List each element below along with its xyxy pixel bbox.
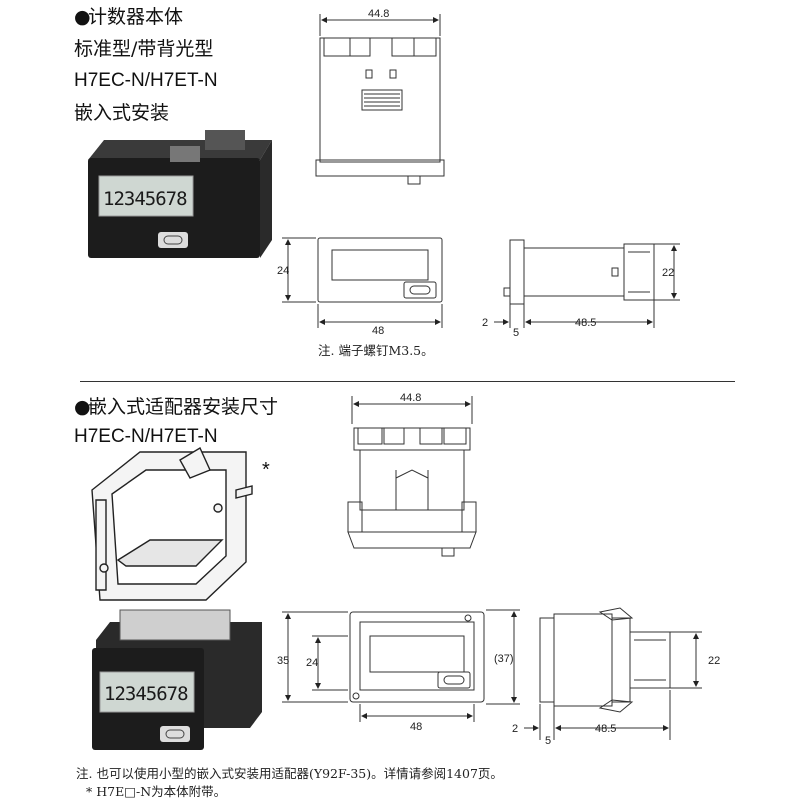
section2-model: H7EC-N/H7ET-N: [74, 426, 218, 447]
top-view-1: [315, 14, 445, 185]
counter-display-digits-2: 12345678: [104, 683, 188, 705]
side-view-2: [524, 607, 702, 740]
reset-button: [158, 232, 188, 248]
dim-top-width-2: 44.8: [400, 392, 421, 404]
dim-side-height-2: 22: [708, 655, 720, 667]
dim-outer-height: 35: [277, 655, 289, 667]
dim-side-left: 2: [482, 317, 488, 329]
dim-side-offset: 5: [513, 327, 519, 339]
dim-front-width: 48: [372, 325, 384, 337]
counter-with-adapter-photo: 12345678: [92, 609, 262, 750]
section1-note: 注. 端子螺钉M3.5。: [318, 343, 434, 358]
front-view-2: [282, 609, 520, 722]
dim-inner-height: 24: [306, 657, 318, 669]
section1-mount: 嵌入式安装: [74, 102, 170, 124]
adapter-photo: [91, 446, 253, 601]
section2-note-2: * H7E□-N为本体附带。: [86, 784, 227, 799]
dim-side-offset-2: 5: [545, 735, 551, 747]
section1-title: 计数器本体: [88, 6, 184, 28]
dim-top-width: 44.8: [368, 8, 389, 20]
section2-note-1: 注. 也可以使用小型的嵌入式安装用适配器(Y92F-35)。详情请参阅1407页…: [76, 766, 503, 781]
counter-display-digits: 12345678: [103, 188, 187, 210]
dim-side-depth-2: 48.5: [595, 723, 616, 735]
dim-side-height: 22: [662, 267, 674, 279]
section1-subtitle: 标准型/带背光型: [74, 38, 214, 60]
front-view-1: [282, 237, 443, 328]
top-view-2: [347, 396, 477, 557]
dim-side-left-2: 2: [512, 723, 518, 735]
bullet-icon: ●: [74, 6, 91, 28]
dim-front-width-2: 48: [410, 721, 422, 733]
section2-title: 嵌入式适配器安装尺寸: [88, 396, 279, 418]
section1-model: H7EC-N/H7ET-N: [74, 70, 218, 91]
bullet-icon: ●: [74, 396, 91, 418]
side-view-1: [494, 239, 680, 328]
section-divider: [80, 381, 735, 382]
dim-front-height: 24: [277, 265, 289, 277]
dim-paren-height: (37): [494, 653, 514, 665]
counter-photo: 12345678: [88, 130, 272, 258]
dim-side-depth: 48.5: [575, 317, 596, 329]
asterisk-mark: *: [262, 459, 270, 481]
